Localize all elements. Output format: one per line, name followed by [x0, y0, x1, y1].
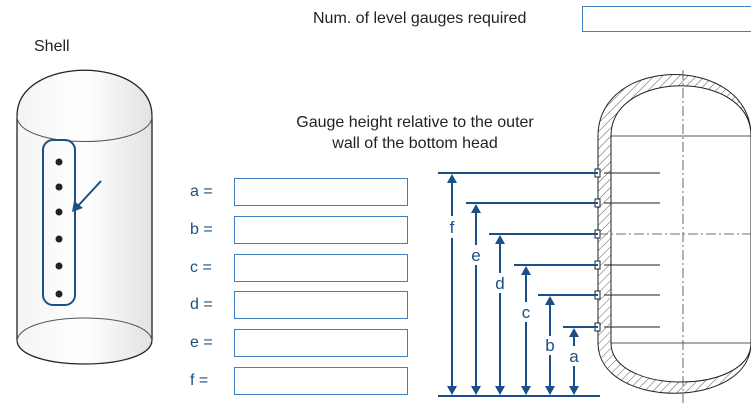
dimension-label-f: f — [450, 218, 455, 237]
field-row-f: f = — [190, 367, 408, 395]
field-row-e: e = — [190, 329, 408, 357]
gauge-height-title-line1: Gauge height relative to the outer — [296, 114, 534, 131]
gauge-highlight — [42, 139, 76, 306]
field-input-f[interactable] — [234, 367, 408, 395]
dimension-lines — [438, 172, 600, 397]
num-gauges-input[interactable] — [582, 6, 751, 32]
field-row-a: a = — [190, 178, 408, 206]
field-label-a: a = — [190, 183, 213, 200]
field-input-d[interactable] — [234, 291, 408, 319]
field-input-e[interactable] — [234, 329, 408, 357]
num-gauges-label: Num. of level gauges required — [313, 10, 527, 27]
shell-3d-view — [16, 69, 153, 365]
dimension-label-b: b — [545, 336, 554, 355]
gauge-height-title: Gauge height relative to the outer wall … — [240, 112, 590, 154]
num-gauges-row: Num. of level gauges required — [313, 6, 534, 32]
field-row-b: b = — [190, 216, 408, 244]
arrow-icon — [72, 180, 102, 212]
field-label-d: d = — [190, 296, 213, 313]
dimension-label-d: d — [495, 274, 504, 293]
dimension-label-a: a — [569, 347, 579, 366]
dimension-label-e: e — [471, 246, 480, 265]
vessel-cross-section: f e d c b a — [438, 70, 751, 403]
field-label-e: e = — [190, 334, 213, 351]
field-input-c[interactable] — [234, 254, 408, 282]
field-label-b: b = — [190, 221, 213, 238]
dimension-label-c: c — [522, 303, 531, 322]
gauge-height-title-line2: wall of the bottom head — [332, 135, 498, 152]
field-label-c: c = — [190, 259, 212, 276]
field-label-f: f = — [190, 372, 209, 389]
field-row-d: d = — [190, 291, 408, 319]
shell-gauges — [55, 158, 63, 298]
field-row-c: c = — [190, 254, 408, 282]
field-input-a[interactable] — [234, 178, 408, 206]
shell-label: Shell — [34, 38, 70, 55]
field-input-b[interactable] — [234, 216, 408, 244]
